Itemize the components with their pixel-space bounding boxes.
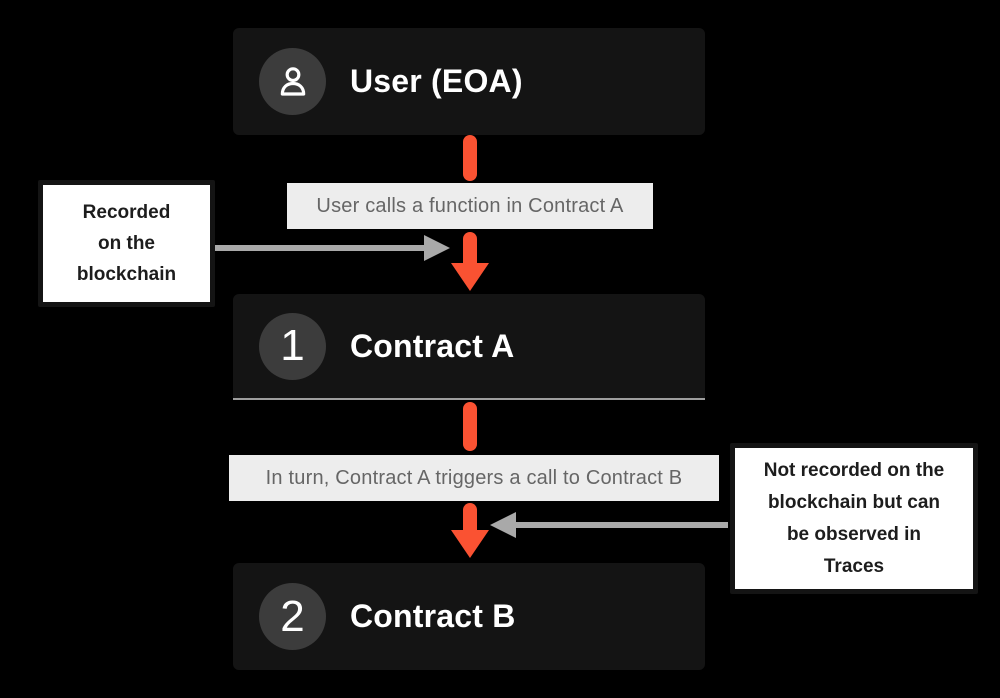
user-icon (280, 66, 305, 96)
node-contract-b-label: Contract B (350, 598, 516, 634)
node-user-eoa: User (EOA) (233, 28, 705, 135)
contract-a-number-badge: 1 (259, 312, 326, 380)
node-contract-b: 2 Contract B (233, 563, 705, 670)
callout-line: be observed in (786, 523, 922, 545)
callout-line: blockchain but can (767, 491, 941, 513)
flow-step-1-label: User calls a function in Contract A (287, 183, 653, 229)
user-avatar-badge (259, 48, 326, 115)
trace-annotation-arrow (490, 512, 728, 538)
contract-a-number: 1 (280, 321, 305, 370)
node-user-label: User (EOA) (350, 63, 523, 99)
callout-observed-in-traces: Not recorded on the blockchain but can b… (730, 443, 978, 594)
node-contract-a-label: Contract A (350, 327, 515, 364)
recorded-annotation-arrow (214, 235, 450, 261)
callout-line: Recorded (82, 202, 171, 223)
flow-step-2-label: In turn, Contract A triggers a call to C… (229, 455, 719, 501)
callout-line: Traces (823, 555, 885, 577)
node-contract-a: 1 Contract A (233, 294, 705, 400)
callout-recorded-on-blockchain: Recorded on the blockchain (38, 180, 215, 307)
contract-b-number-badge: 2 (259, 583, 326, 650)
callout-line: blockchain (76, 264, 177, 285)
callout-line: on the (98, 233, 155, 254)
callout-line: Not recorded on the (763, 459, 945, 481)
contract-b-number: 2 (280, 591, 305, 641)
